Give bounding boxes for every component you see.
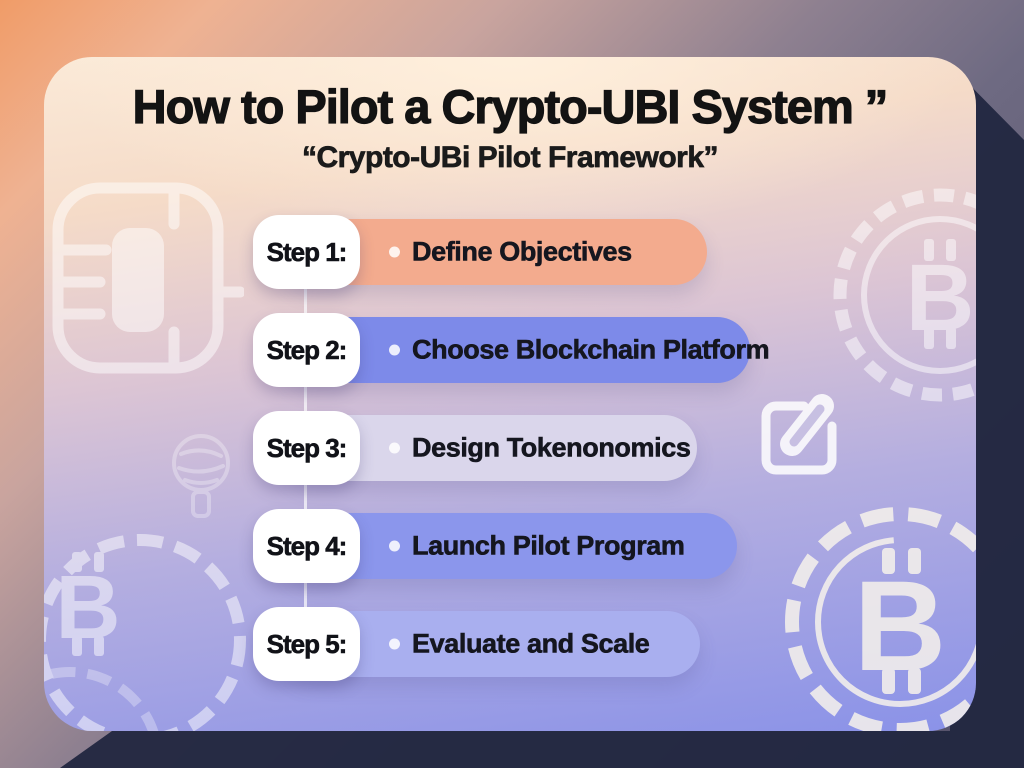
page-title: How to Pilot a Crypto-UBI System ” [132, 79, 889, 133]
svg-text:B: B [56, 558, 121, 658]
lightbulb-icon [172, 434, 230, 518]
step-label-pill-2: Step 2: [253, 313, 360, 387]
step-label-pill-3: Step 3: [253, 411, 360, 485]
step-label-pill-5: Step 5: [253, 607, 360, 681]
wallet-icon [52, 182, 244, 374]
step-text: Define Objectives [412, 236, 633, 267]
bullet-dot [389, 638, 400, 650]
step-label-pill-1: Step 1: [253, 215, 360, 289]
svg-text:B: B [906, 245, 975, 351]
svg-text:B: B [854, 555, 946, 698]
step-label-pill-4: Step 4: [253, 509, 360, 583]
infographic-card: B [44, 57, 976, 731]
step-text: Design Tokenonomics [412, 432, 691, 463]
edit-pencil-icon [761, 394, 837, 475]
step-label: Step 5: [266, 628, 347, 659]
bullet-dot [389, 344, 400, 356]
bullet-dot [389, 442, 400, 454]
step-label: Step 1: [266, 236, 347, 267]
step-label: Step 3: [266, 432, 347, 463]
page-subtitle: “Crypto-UBi Pilot Framework” [301, 141, 719, 175]
bullet-dot [389, 246, 400, 258]
bitcoin-coin-icon-bottom-right: B [785, 507, 976, 731]
step-label: Step 2: [266, 334, 347, 365]
step-text: Launch Pilot Program [412, 530, 686, 561]
step-text: Evaluate and Scale [412, 628, 650, 659]
step-text: Choose Blockchain Platform [412, 334, 770, 365]
step-label: Step 4: [266, 530, 347, 561]
bullet-dot [389, 540, 400, 552]
bitcoin-coin-icon-top-right: B [833, 188, 976, 402]
